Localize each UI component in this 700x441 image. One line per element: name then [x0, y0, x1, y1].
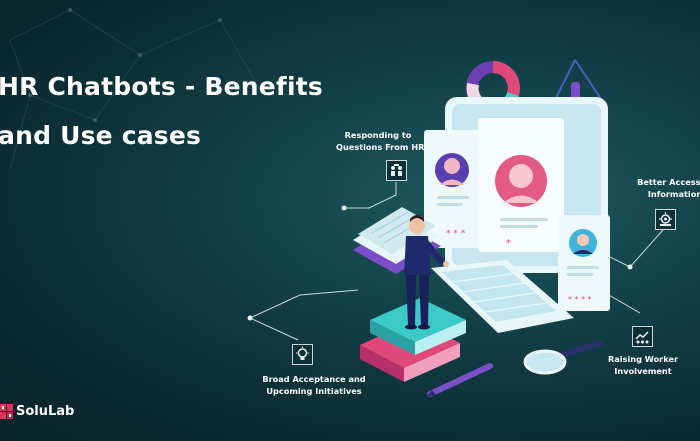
label-broad-line-2: Upcoming Initiatives	[266, 386, 362, 396]
people-chat-icon	[386, 160, 407, 181]
info-gear-icon	[655, 209, 676, 230]
svg-text:*: *	[506, 238, 511, 249]
title-line-1: HR Chatbots - Benefits	[0, 72, 323, 101]
label-responding: Responding to Questions From HR	[336, 129, 425, 153]
brand-name: SoluLab	[16, 404, 75, 419]
label-better-access: Better Access to Information	[630, 176, 700, 200]
label-responding-line-2: Questions From HR	[336, 142, 425, 152]
label-broad-acceptance: Broad Acceptance and Upcoming Initiative…	[259, 373, 369, 397]
label-broad-line-1: Broad Acceptance and	[262, 374, 366, 384]
svg-text:* * * *: * * * *	[568, 295, 592, 304]
solulab-logo-icon	[0, 404, 13, 419]
label-raising-involvement: Raising Worker Involvement	[598, 353, 688, 377]
growth-chart-icon	[632, 326, 653, 347]
label-better-access-line-1: Better Access to	[637, 177, 700, 187]
label-raising-line-2: Involvement	[614, 366, 672, 376]
idea-lightbulb-icon	[292, 344, 313, 365]
label-responding-line-1: Responding to	[344, 130, 412, 140]
label-raising-line-1: Raising Worker	[607, 354, 679, 364]
title-line-2: and Use cases	[0, 121, 202, 150]
svg-text:* * *: * * *	[446, 229, 466, 239]
label-better-access-line-2: Information	[647, 189, 700, 199]
page-title: HR Chatbots - Benefits and Use cases	[0, 62, 323, 160]
